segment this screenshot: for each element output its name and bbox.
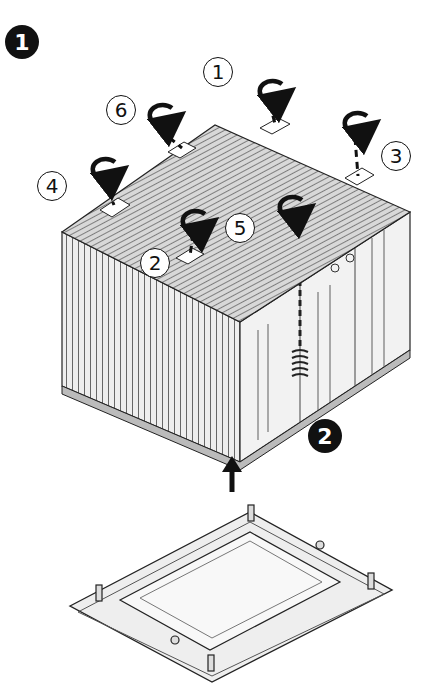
- screw-order-number: 4: [37, 171, 67, 201]
- screw-order-number: 1: [203, 57, 233, 87]
- step-number: 1: [5, 25, 39, 59]
- screw-order-number: 3: [381, 141, 411, 171]
- screw-order-number: 6: [106, 95, 136, 125]
- step-number: 2: [308, 419, 342, 453]
- screw-order-number: 2: [140, 248, 170, 278]
- screw-order-number: 5: [225, 213, 255, 243]
